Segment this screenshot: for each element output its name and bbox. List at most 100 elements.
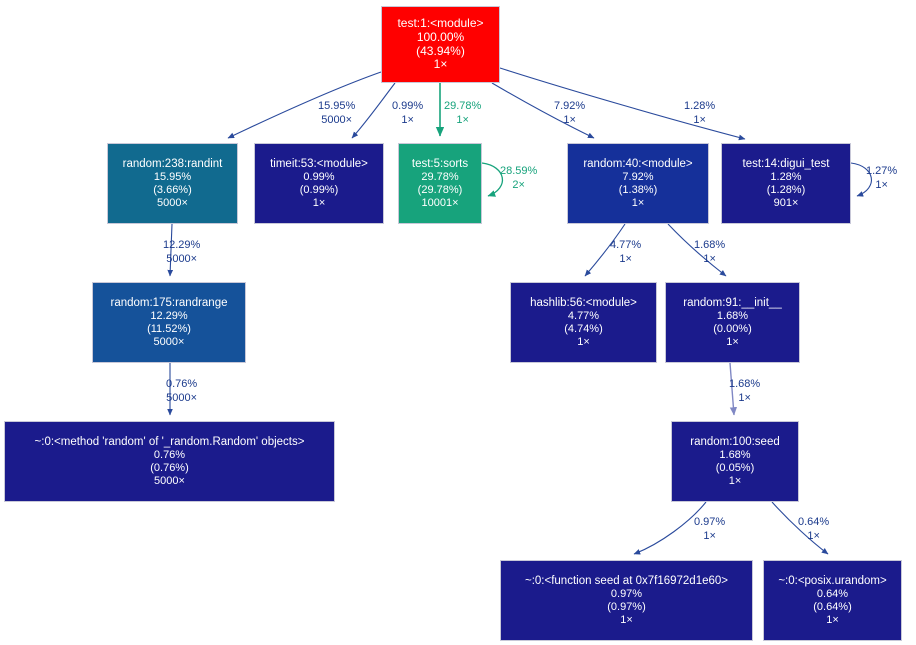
- node-call-count: 1×: [577, 335, 590, 348]
- node-total-pct: 0.64%: [816, 588, 849, 601]
- edge-pct: 4.77%: [610, 239, 642, 251]
- node-call-count: 1×: [726, 335, 739, 348]
- node-test-sorts[interactable]: test:5:sorts 29.78% (29.78%) 10001×: [398, 143, 482, 224]
- node-total-pct: 15.95%: [153, 171, 192, 184]
- node-label: test:1:<module>: [397, 15, 484, 30]
- node-label: ~:0:<function seed at 0x7f16972d1e60>: [524, 574, 729, 587]
- edge-label-digui-self: 1.27% 1×: [866, 165, 897, 193]
- node-test-module[interactable]: test:1:<module> 100.00% (43.94%) 1×: [381, 6, 500, 83]
- node-random-module[interactable]: random:40:<module> 7.92% (1.38%) 1×: [567, 143, 709, 224]
- edge-calls: 1×: [456, 113, 469, 126]
- node-self-pct: (0.64%): [813, 600, 852, 613]
- edge-calls: 1×: [738, 391, 751, 404]
- node-self-pct: (43.94%): [416, 43, 465, 58]
- node-random-init[interactable]: random:91:__init__ 1.68% (0.00%) 1×: [665, 282, 800, 363]
- edge-root-randint: [227, 71, 382, 139]
- node-call-count: 5000×: [154, 474, 185, 487]
- node-total-pct: 100.00%: [416, 29, 465, 44]
- node-test-digui-test[interactable]: test:14:digui_test 1.28% (1.28%) 901×: [721, 143, 851, 224]
- edge-pct: 0.64%: [798, 516, 830, 528]
- node-total-pct: 0.97%: [610, 588, 643, 601]
- node-hashlib-module[interactable]: hashlib:56:<module> 4.77% (4.74%) 1×: [510, 282, 657, 363]
- edge-label-seed-urandom: 0.64% 1×: [798, 516, 829, 544]
- node-random-method[interactable]: ~:0:<method 'random' of '_random.Random'…: [4, 421, 335, 502]
- edge-calls: 5000×: [166, 252, 198, 265]
- node-total-pct: 4.77%: [567, 310, 600, 323]
- edge-label-sorts-self: 28.59% 2×: [500, 165, 537, 193]
- edge-pct: 0.76%: [166, 378, 198, 390]
- edge-label-random40-hashlib: 4.77% 1×: [610, 239, 641, 267]
- node-label: ~:0:<method 'random' of '_random.Random'…: [34, 435, 305, 448]
- node-label: hashlib:56:<module>: [530, 296, 637, 309]
- edge-calls: 1×: [807, 529, 820, 542]
- node-call-count: 1×: [826, 613, 839, 626]
- node-total-pct: 1.68%: [716, 310, 749, 323]
- node-total-pct: 7.92%: [622, 171, 654, 184]
- node-total-pct: 0.76%: [153, 449, 186, 462]
- node-self-pct: (0.99%): [299, 183, 339, 196]
- node-call-count: 1×: [312, 196, 326, 209]
- edge-root-timeit: [351, 82, 396, 139]
- node-call-count: 5000×: [153, 335, 185, 348]
- edge-label-root-sorts: 29.78% 1×: [444, 100, 481, 128]
- node-call-count: 901×: [773, 196, 799, 209]
- node-self-pct: (0.00%): [713, 322, 752, 335]
- edge-label-random40-randinit: 1.68% 1×: [694, 239, 725, 267]
- edge-pct: 7.92%: [554, 100, 586, 112]
- edge-calls: 5000×: [321, 113, 353, 126]
- node-total-pct: 1.68%: [719, 449, 751, 462]
- edge-calls: 1×: [401, 113, 414, 126]
- node-posix-urandom[interactable]: ~:0:<posix.urandom> 0.64% (0.64%) 1×: [763, 560, 902, 641]
- edge-label-root-random40: 7.92% 1×: [554, 100, 585, 128]
- node-call-count: 1×: [620, 613, 633, 626]
- node-label: random:238:randint: [122, 157, 223, 170]
- node-random-randint[interactable]: random:238:randint 15.95% (3.66%) 5000×: [107, 143, 238, 224]
- node-label: random:175:randrange: [110, 296, 228, 309]
- edge-pct: 15.95%: [318, 100, 356, 112]
- edge-pct: 1.27%: [866, 165, 898, 177]
- edge-calls: 1×: [563, 113, 576, 126]
- edge-label-seed-funcseed: 0.97% 1×: [694, 516, 725, 544]
- node-call-count: 5000×: [157, 196, 188, 209]
- node-total-pct: 1.28%: [770, 171, 802, 184]
- node-self-pct: (0.05%): [715, 461, 755, 474]
- node-self-pct: (0.97%): [607, 600, 646, 613]
- edge-calls: 1×: [693, 113, 706, 126]
- edge-label-root-randint: 15.95% 5000×: [318, 100, 355, 128]
- node-self-pct: (3.66%): [153, 183, 192, 196]
- node-self-pct: (11.52%): [147, 322, 191, 335]
- edge-label-root-timeit: 0.99% 1×: [392, 100, 423, 128]
- edge-label-randint-randrange: 12.29% 5000×: [163, 239, 200, 267]
- edge-label-randinit-seed: 1.68% 1×: [729, 378, 760, 406]
- node-random-randrange[interactable]: random:175:randrange 12.29% (11.52%) 500…: [92, 282, 246, 363]
- edge-pct: 0.97%: [694, 516, 726, 528]
- node-call-count: 1×: [631, 196, 645, 209]
- edge-pct: 29.78%: [444, 100, 482, 112]
- edge-pct: 12.29%: [163, 239, 201, 251]
- edge-pct: 1.68%: [729, 378, 761, 390]
- node-total-pct: 29.78%: [421, 171, 459, 184]
- node-function-seed[interactable]: ~:0:<function seed at 0x7f16972d1e60> 0.…: [500, 560, 753, 641]
- node-label: timeit:53:<module>: [270, 157, 368, 170]
- node-call-count: 10001×: [421, 196, 459, 209]
- node-timeit-module[interactable]: timeit:53:<module> 0.99% (0.99%) 1×: [254, 143, 384, 224]
- edge-calls: 1×: [703, 252, 716, 265]
- node-label: ~:0:<posix.urandom>: [778, 574, 887, 587]
- node-total-pct: 0.99%: [303, 171, 335, 184]
- node-call-count: 1×: [728, 474, 742, 487]
- edge-pct: 0.99%: [392, 100, 424, 112]
- node-label: random:91:__init__: [683, 296, 782, 309]
- node-self-pct: (0.76%): [150, 461, 189, 474]
- node-total-pct: 12.29%: [150, 310, 188, 323]
- node-random-seed[interactable]: random:100:seed 1.68% (0.05%) 1×: [671, 421, 799, 502]
- edge-calls: 1×: [875, 178, 888, 191]
- edge-calls: 2×: [512, 178, 525, 191]
- node-label: random:40:<module>: [583, 157, 693, 170]
- edge-label-root-digui: 1.28% 1×: [684, 100, 715, 128]
- node-call-count: 1×: [433, 57, 448, 72]
- edge-calls: 5000×: [166, 391, 198, 404]
- edge-pct: 28.59%: [500, 165, 538, 177]
- edge-pct: 1.68%: [694, 239, 726, 251]
- node-self-pct: (1.38%): [618, 183, 658, 196]
